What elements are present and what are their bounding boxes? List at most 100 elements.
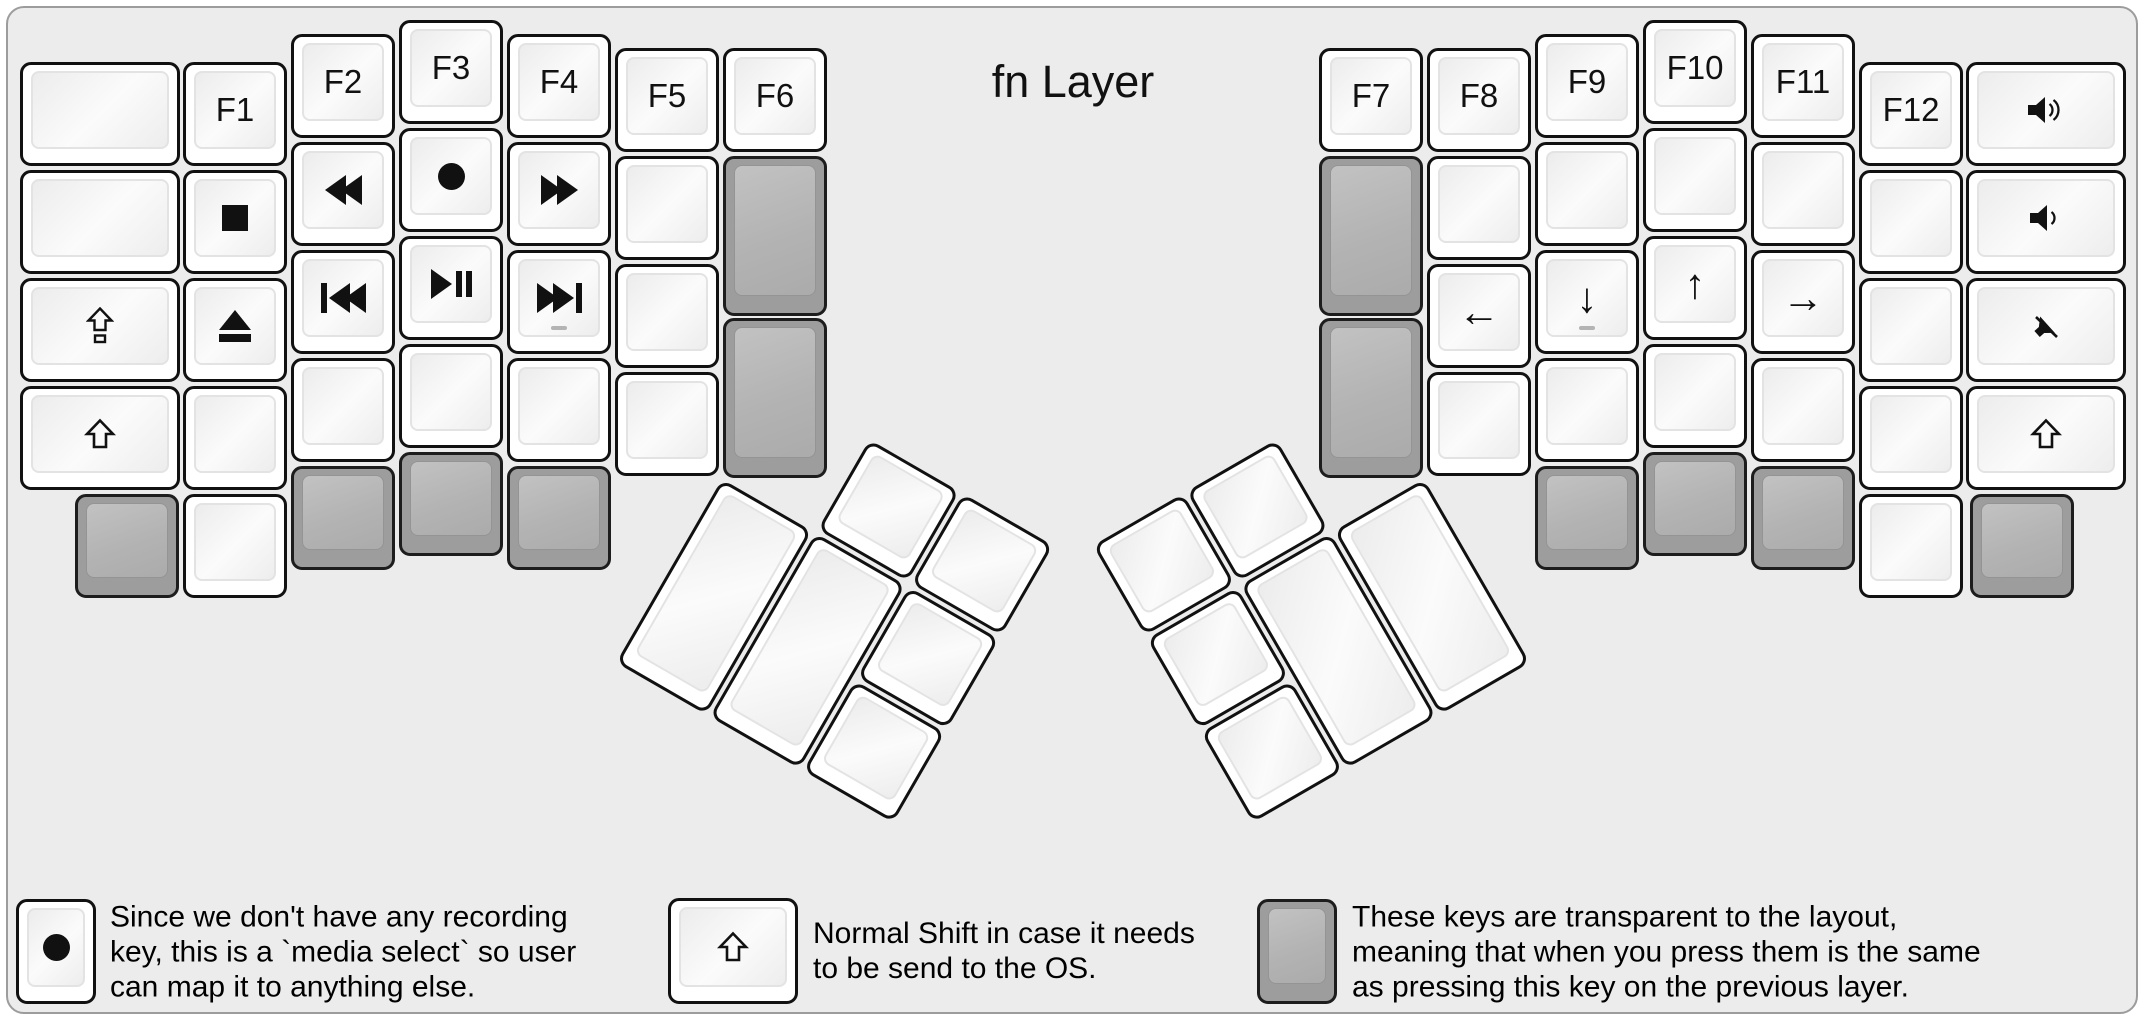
keytop: ←: [1438, 273, 1520, 351]
key-blank[interactable]: [1643, 344, 1747, 448]
keytop: [1870, 503, 1952, 581]
keytop: [1977, 179, 2115, 257]
key-blank[interactable]: [1751, 358, 1855, 462]
key-f6[interactable]: F6: [723, 48, 827, 152]
keytop: [86, 503, 168, 578]
keytop: [1977, 395, 2115, 473]
keytop: [302, 475, 384, 550]
key-blank[interactable]: [1427, 156, 1531, 260]
keytop: [1977, 71, 2115, 149]
key-f11[interactable]: F11: [1751, 34, 1855, 138]
keytop: [626, 165, 708, 243]
key-blank[interactable]: [20, 62, 180, 166]
key-label: F8: [1459, 77, 1499, 114]
key-blank[interactable]: [615, 156, 719, 260]
key-mute[interactable]: [1966, 278, 2126, 382]
key-arrow-left[interactable]: ←: [1427, 264, 1531, 368]
key-arrow-down[interactable]: ↓: [1535, 250, 1639, 354]
keytop: [626, 381, 708, 459]
key-transparent[interactable]: [723, 318, 827, 478]
key-f8[interactable]: F8: [1427, 48, 1531, 152]
key-blank[interactable]: [615, 264, 719, 368]
key-f2[interactable]: F2: [291, 34, 395, 138]
key-f9[interactable]: F9: [1535, 34, 1639, 138]
key-fast-forward[interactable]: [507, 142, 611, 246]
key-blank[interactable]: [1535, 142, 1639, 246]
key-transparent[interactable]: [507, 466, 611, 570]
key-transparent[interactable]: [1970, 494, 2074, 598]
keytop: [1981, 503, 2063, 578]
legend-line: to be send to the OS.: [813, 952, 1097, 985]
key-shift-lock[interactable]: [20, 278, 180, 382]
key-shift-left[interactable]: [20, 386, 180, 490]
key-transparent[interactable]: [399, 452, 503, 556]
keytop: [518, 367, 600, 445]
key-blank[interactable]: [291, 358, 395, 462]
key-f12[interactable]: F12: [1859, 62, 1963, 166]
fast-forward-icon: [540, 175, 578, 205]
key-transparent[interactable]: [723, 156, 827, 316]
key-transparent[interactable]: [75, 494, 179, 598]
keytop: [734, 327, 816, 458]
legend-text-transparent-note: These keys are transparent to the layout…: [1352, 899, 1981, 1004]
key-blank[interactable]: [183, 386, 287, 490]
keytop: [1654, 461, 1736, 536]
key-f4[interactable]: F4: [507, 34, 611, 138]
key-blank[interactable]: [615, 372, 719, 476]
key-blank[interactable]: [399, 344, 503, 448]
key-play-pause[interactable]: [399, 236, 503, 340]
key-blank[interactable]: [1859, 386, 1963, 490]
key-rewind[interactable]: [291, 142, 395, 246]
key-blank[interactable]: [1859, 170, 1963, 274]
key-blank[interactable]: [1643, 128, 1747, 232]
keytop: [194, 503, 276, 581]
key-prev-track[interactable]: [291, 250, 395, 354]
arrow-icon: ↓: [1576, 274, 1598, 321]
keytop: [1762, 475, 1844, 550]
key-volume-down[interactable]: [1966, 170, 2126, 274]
key-shift-right[interactable]: [1966, 386, 2126, 490]
key-arrow-up[interactable]: ↑: [1643, 236, 1747, 340]
record-icon: [437, 162, 465, 190]
key-blank[interactable]: [1859, 278, 1963, 382]
key-transparent[interactable]: [1751, 466, 1855, 570]
key-record[interactable]: [399, 128, 503, 232]
key-transparent[interactable]: [1319, 318, 1423, 478]
key-transparent[interactable]: [291, 466, 395, 570]
keytop: F11: [1762, 43, 1844, 121]
key-next-track[interactable]: [507, 250, 611, 354]
key-stop[interactable]: [183, 170, 287, 274]
key-transparent[interactable]: [1319, 156, 1423, 316]
key-blank[interactable]: [507, 358, 611, 462]
keytop: [1654, 353, 1736, 431]
key-blank[interactable]: [1535, 358, 1639, 462]
keytop: →: [1762, 259, 1844, 337]
arrow-icon: ←: [1458, 288, 1500, 335]
shift-icon: [84, 418, 116, 449]
key-blank[interactable]: [20, 170, 180, 274]
keytop: [518, 151, 600, 229]
key-blank[interactable]: [1427, 372, 1531, 476]
keytop: F7: [1330, 57, 1412, 135]
key-transparent[interactable]: [1643, 452, 1747, 556]
keytop: [31, 287, 169, 365]
key-label: F3: [431, 49, 471, 86]
keytop: [734, 165, 816, 296]
key-blank[interactable]: [1751, 142, 1855, 246]
keytop: [518, 475, 600, 550]
key-arrow-right[interactable]: →: [1751, 250, 1855, 354]
key-eject[interactable]: [183, 278, 287, 382]
key-f3[interactable]: F3: [399, 20, 503, 124]
key-blank[interactable]: [183, 494, 287, 598]
key-f10[interactable]: F10: [1643, 20, 1747, 124]
key-transparent[interactable]: [1535, 466, 1639, 570]
key-volume-up[interactable]: [1966, 62, 2126, 166]
key-f1[interactable]: F1: [183, 62, 287, 166]
keytop: [1438, 381, 1520, 459]
key-f5[interactable]: F5: [615, 48, 719, 152]
key-blank[interactable]: [1859, 494, 1963, 598]
key-f7[interactable]: F7: [1319, 48, 1423, 152]
keytop: F6: [734, 57, 816, 135]
